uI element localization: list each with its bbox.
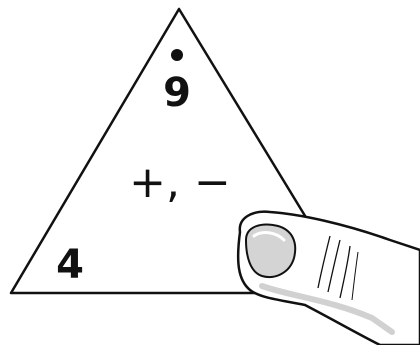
left-number: 4 [56,242,84,288]
operation-symbols: +, − [129,157,231,208]
top-number: 9 [163,70,191,116]
dot-icon [171,49,183,61]
thumb-icon [238,212,420,345]
